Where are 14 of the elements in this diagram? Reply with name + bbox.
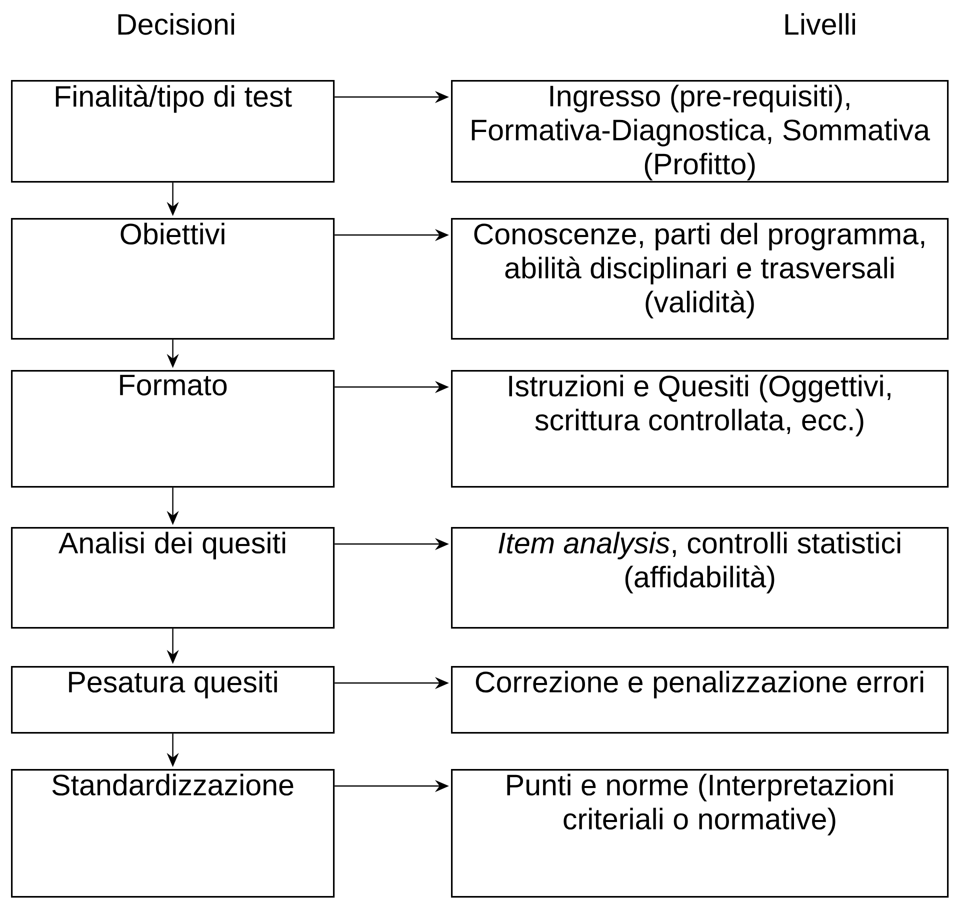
process-box: Punti e norme (Interpretazioni criteriali o normative) xyxy=(451,769,949,898)
process-box: Formato xyxy=(11,370,335,488)
process-box: Item analysis, controlli statistici (affidabilità) xyxy=(451,527,949,629)
process-box: Finalità/tipo di test xyxy=(11,80,335,183)
process-box: Conoscenze, parti del programma, abilità disciplinari e trasversali (validità) xyxy=(451,218,949,340)
process-box: Obiettivi xyxy=(11,218,335,340)
process-box: Istruzioni e Quesiti (Oggettivi, scrittura controllata, ecc.) xyxy=(451,370,949,488)
process-box: Correzione e penalizzazione errori xyxy=(451,666,949,734)
process-box: Ingresso (pre-requisiti), Formativa-Diagnostica, Sommativa (Profitto) xyxy=(451,80,949,183)
column-heading: Livelli xyxy=(785,13,855,35)
process-box: Analisi dei quesiti xyxy=(11,527,335,629)
process-box: Standardizzazione xyxy=(11,769,335,898)
column-heading: Decisioni xyxy=(118,13,234,35)
process-box: Pesatura quesiti xyxy=(11,666,335,734)
